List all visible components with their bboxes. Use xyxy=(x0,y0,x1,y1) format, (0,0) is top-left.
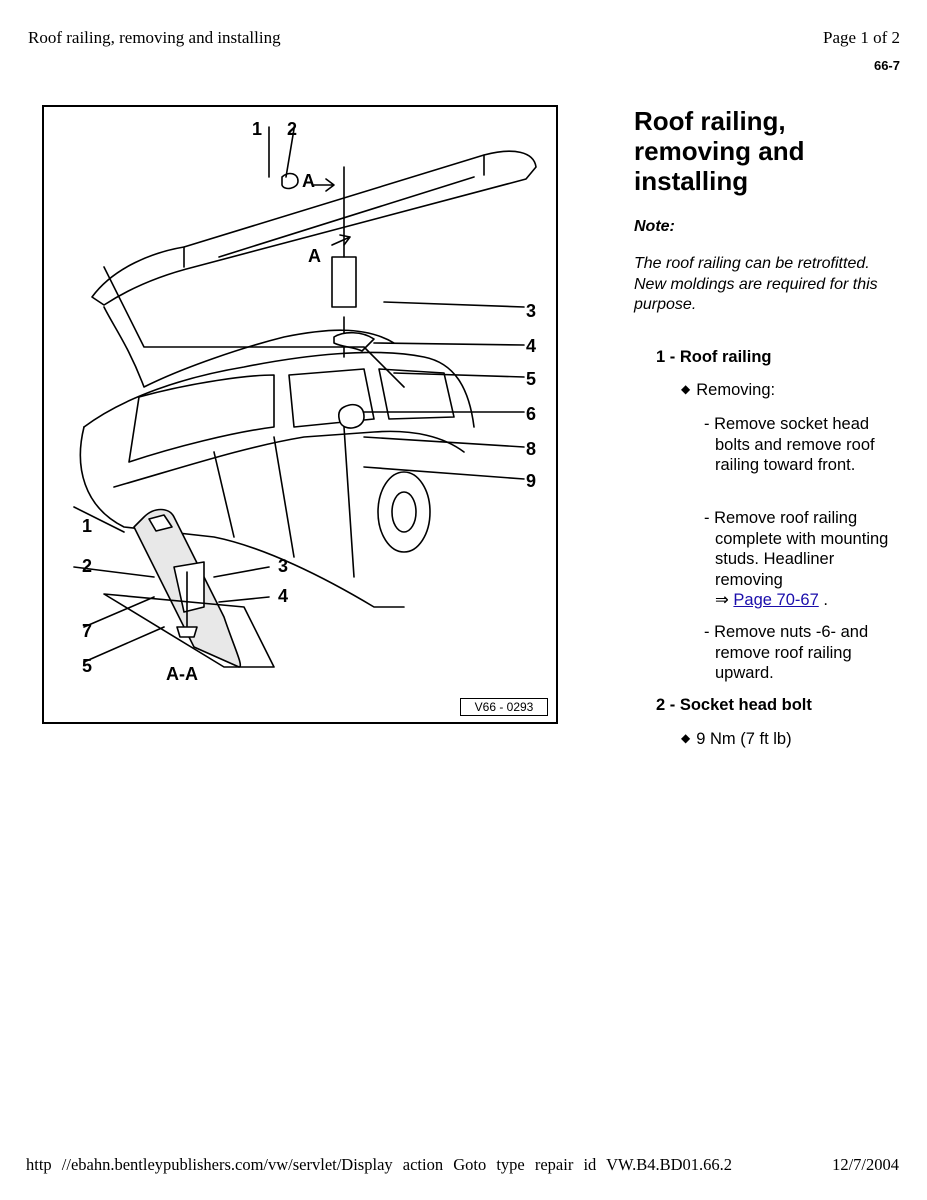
content-column: Roof railing, removing and installing No… xyxy=(634,106,904,316)
section-callout-1: 1 xyxy=(82,516,92,536)
step-text: - Remove nuts -6- and remove roof railin… xyxy=(704,623,869,682)
roof-railing-diagram: 1 2 3 4 5 6 8 9 A A 1 2 3 4 7 5 A-A V66 … xyxy=(42,105,558,724)
callout-4: 4 xyxy=(526,336,536,356)
link-suffix: . xyxy=(823,591,828,609)
section-callout-7: 7 xyxy=(82,621,92,641)
page-title-line-1: Roof railing, xyxy=(634,106,786,136)
note-text: The roof railing can be retrofitted. New… xyxy=(634,255,878,313)
section-callout-2: 2 xyxy=(82,556,92,576)
page-title-line-3: installing xyxy=(634,166,749,196)
page-link[interactable]: Page 70-67 xyxy=(733,591,819,609)
header-page-number: Page 1 of 2 xyxy=(823,28,900,47)
section-marker-a-bottom: A xyxy=(308,246,321,266)
callout-6: 6 xyxy=(526,404,536,424)
bullet-removing: ◆ Removing: xyxy=(681,381,775,400)
step-text: - Remove roof railing complete with moun… xyxy=(704,509,889,589)
section-marker-a-top: A xyxy=(302,171,315,191)
header-title: Roof railing, removing and installing xyxy=(28,28,281,47)
page-title-line-2: removing and xyxy=(634,136,805,166)
figure-code: V66 - 0293 xyxy=(460,698,548,716)
step-text-with-link: - Remove roof railing complete with moun… xyxy=(704,508,904,611)
diamond-bullet-icon: ◆ xyxy=(681,382,691,396)
step-remove-railing-complete: - Remove roof railing complete with moun… xyxy=(704,508,904,611)
callout-5: 5 xyxy=(526,369,536,389)
section-label: A-A xyxy=(166,664,198,684)
footer-url: http //ebahn.bentleypublishers.com/vw/se… xyxy=(26,1155,733,1174)
bullet-torque-text: 9 Nm (7 ft lb) xyxy=(696,730,792,748)
diamond-bullet-icon: ◆ xyxy=(681,731,691,745)
note-label: Note: xyxy=(634,218,675,235)
step-text: - Remove socket head bolts and remove ro… xyxy=(704,415,875,474)
section-callout-4: 4 xyxy=(278,586,288,606)
page-title: Roof railing, removing and installing xyxy=(634,106,904,196)
step-remove-nuts: - Remove nuts -6- and remove roof railin… xyxy=(704,622,904,684)
item-heading-socket-head-bolt: 2 - Socket head bolt xyxy=(656,696,812,714)
bullet-removing-text: Removing: xyxy=(696,381,776,399)
bullet-torque: ◆ 9 Nm (7 ft lb) xyxy=(681,730,792,749)
section-callout-3: 3 xyxy=(278,556,288,576)
arrow-icon: ⇒ xyxy=(715,591,729,609)
callout-3: 3 xyxy=(526,301,536,321)
footer-date: 12/7/2004 xyxy=(832,1155,899,1174)
callout-8: 8 xyxy=(526,439,536,459)
callout-9: 9 xyxy=(526,471,536,491)
callout-1: 1 xyxy=(252,119,262,139)
section-code: 66-7 xyxy=(873,58,900,73)
callout-2: 2 xyxy=(287,119,297,139)
diagram-drawing: 1 2 3 4 5 6 8 9 A A 1 2 3 4 7 5 A-A xyxy=(73,119,537,684)
section-callout-5: 5 xyxy=(82,656,92,676)
step-remove-socket-bolts: - Remove socket head bolts and remove ro… xyxy=(704,414,904,476)
item-heading-roof-railing: 1 - Roof railing xyxy=(656,348,772,366)
